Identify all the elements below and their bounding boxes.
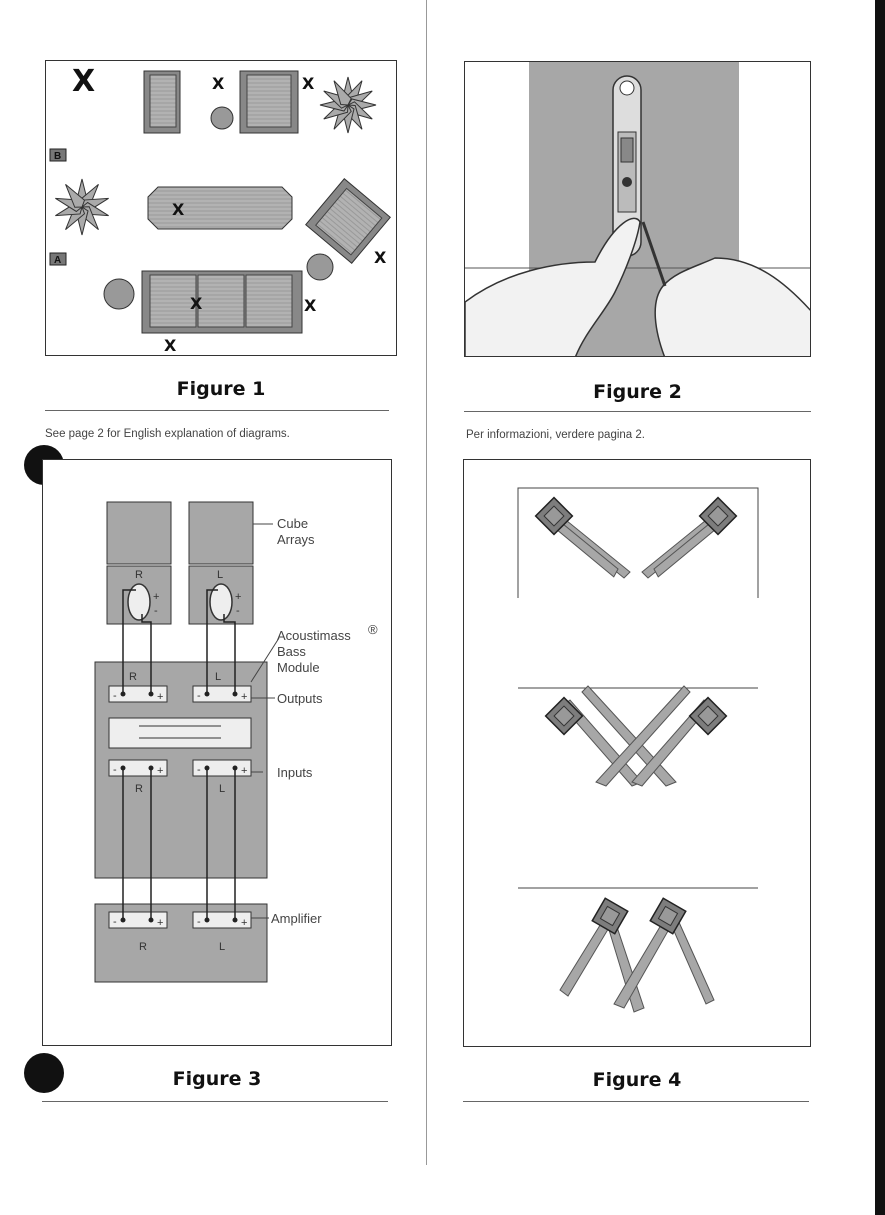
side-table: [104, 279, 134, 309]
input-right-channel: R: [135, 783, 143, 795]
figure4-caption: Figure 4: [463, 1069, 811, 1091]
amp-right-channel: R: [139, 941, 147, 953]
cube-array-left-top: [189, 502, 253, 564]
minus-sign: -: [113, 764, 117, 776]
minus-sign: -: [197, 764, 201, 776]
figure1-room-layout: X X X: [45, 60, 397, 356]
speaker-position-a-label: A: [54, 255, 61, 266]
figure3-caption: Figure 3: [42, 1068, 392, 1090]
coffee-table: [148, 187, 292, 229]
amp-left-channel: L: [219, 941, 225, 953]
listening-position-mark: X: [374, 248, 387, 267]
minus-sign: -: [236, 605, 240, 617]
sofa: [142, 271, 302, 333]
plus-sign: +: [241, 765, 247, 777]
plus-sign: +: [157, 691, 163, 703]
placement-wall: [518, 686, 758, 786]
figure2-rule: [464, 411, 811, 412]
input-left-channel: L: [219, 783, 225, 795]
figure1-caption: Figure 1: [45, 378, 397, 400]
minus-sign: -: [154, 605, 158, 617]
listening-position-mark: X: [302, 74, 315, 93]
label-bass: Bass: [277, 644, 306, 659]
figure2-caption: Figure 2: [464, 381, 811, 403]
minus-sign: -: [197, 916, 201, 928]
module-slot: [109, 718, 251, 748]
plus-sign: +: [241, 917, 247, 929]
figure2-wall-mount: [464, 61, 811, 357]
plus-sign: +: [157, 917, 163, 929]
label-acoustimass: Acoustimass: [277, 628, 351, 643]
module-left-channel: L: [215, 671, 221, 683]
minus-sign: -: [113, 916, 117, 928]
scan-edge: [875, 0, 885, 1215]
side-table: [211, 107, 233, 129]
plus-sign: +: [235, 591, 241, 603]
figure1-diagram: X X X: [46, 61, 397, 356]
english-note: See page 2 for English explanation of di…: [45, 428, 290, 440]
plus-sign: +: [157, 765, 163, 777]
minus-sign: -: [113, 690, 117, 702]
cube-right-channel: R: [135, 569, 143, 581]
label-cube: Cube: [277, 516, 308, 531]
side-table: [307, 254, 333, 280]
listening-position-mark: X: [172, 200, 185, 219]
label-amplifier: Amplifier: [271, 911, 322, 926]
minus-sign: -: [197, 690, 201, 702]
figure4-diagram: [464, 460, 811, 1047]
figure4-rule: [463, 1101, 809, 1102]
figure4-speaker-placement: [463, 459, 811, 1047]
speaker-position-b-label: B: [54, 151, 61, 162]
listening-position-mark: X: [164, 336, 177, 355]
listening-position-mark: X: [304, 296, 317, 315]
plus-sign: +: [153, 591, 159, 603]
plant-top-right: [320, 77, 376, 133]
label-outputs: Outputs: [277, 691, 323, 706]
armchair-right: [240, 71, 298, 133]
placement-corner: [518, 488, 758, 598]
listening-position-mark: X: [190, 294, 203, 313]
cube-array-right-top: [107, 502, 171, 564]
figure3-wiring: R L + - + - R L R L R L - + - + -: [42, 459, 392, 1046]
module-right-channel: R: [129, 671, 137, 683]
label-inputs: Inputs: [277, 765, 313, 780]
listening-position-mark: X: [72, 64, 95, 99]
placement-shelf: [518, 888, 758, 1012]
figure1-rule: [45, 410, 389, 411]
cube-left-channel: L: [217, 569, 223, 581]
italian-note: Per informazioni, verdere pagina 2.: [466, 429, 645, 441]
label-arrays: Arrays: [277, 532, 315, 547]
figure3-rule: [42, 1101, 388, 1102]
label-module: Module: [277, 660, 320, 675]
plus-sign: +: [241, 691, 247, 703]
label-registered: ®: [368, 622, 378, 637]
plant-left: [54, 179, 111, 235]
figure2-diagram: [465, 62, 811, 357]
figure3-diagram: R L + - + - R L R L R L - + - + -: [43, 460, 392, 1046]
page-divider: [426, 0, 427, 1165]
listening-position-mark: X: [212, 74, 225, 93]
armchair-left: [144, 71, 180, 133]
